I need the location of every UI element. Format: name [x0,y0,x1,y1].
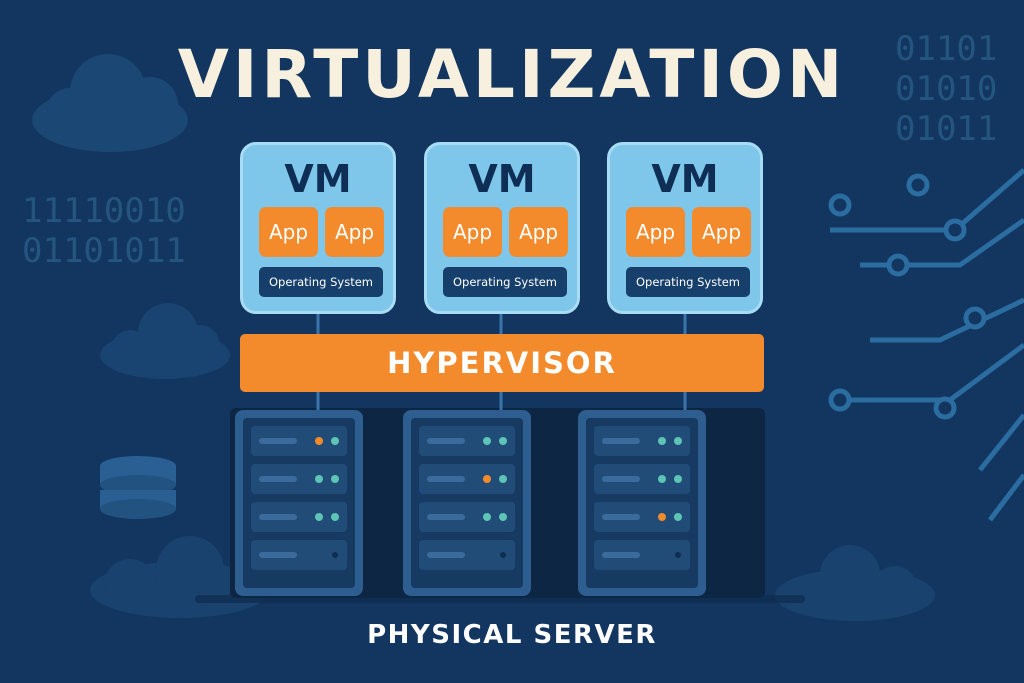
server-unit [251,426,347,456]
vm-box: VM App App Operating System [607,142,763,314]
server-unit [419,540,515,570]
server-unit [419,464,515,494]
status-led [315,475,323,483]
os-bar: Operating System [259,267,383,297]
app-block: App [259,207,318,257]
server-unit [419,426,515,456]
status-led [674,513,682,521]
cloud-icon [90,536,270,618]
binary-text: 01011 [895,109,997,149]
page-title: VIRTUALIZATION [177,36,847,113]
binary-text: 11110010 [22,191,186,231]
status-led [499,475,507,483]
app-block: App [443,207,502,257]
status-led [483,513,491,521]
vm-box: VM App App Operating System [240,142,396,314]
os-bar: Operating System [443,267,567,297]
status-led [658,475,666,483]
server-rack-icon [578,410,706,596]
status-led [483,437,491,445]
vm-box: VM App App Operating System [424,142,580,314]
status-led [658,513,666,521]
status-led [499,513,507,521]
status-led [658,437,666,445]
server-unit [594,464,690,494]
cloud-icon [32,54,188,152]
server-unit [594,426,690,456]
vm-label: VM [651,157,719,201]
cloud-icon [775,545,935,621]
vm-label: VM [284,157,352,201]
status-led [332,552,338,558]
server-rack-icon [403,410,531,596]
status-led [331,475,339,483]
server-unit [419,502,515,532]
cloud-icon [100,303,230,379]
hypervisor-bar: HYPERVISOR [240,334,764,392]
server-unit [251,502,347,532]
app-block: App [509,207,568,257]
database-icon [100,456,176,519]
status-led [499,437,507,445]
server-unit [594,540,690,570]
binary-text: 01101 [895,29,997,69]
app-block: App [626,207,685,257]
status-led [331,437,339,445]
os-bar: Operating System [626,267,750,297]
status-led [674,475,682,483]
app-block: App [692,207,751,257]
app-block: App [325,207,384,257]
status-led [675,552,681,558]
server-rack-icon [235,410,363,596]
status-led [674,437,682,445]
binary-text: 01010 [895,69,997,109]
status-led [331,513,339,521]
physical-server-label: PHYSICAL SERVER [367,620,657,650]
server-unit [251,540,347,570]
status-led [500,552,506,558]
server-unit [594,502,690,532]
binary-text: 01101011 [22,231,186,271]
status-led [315,437,323,445]
status-led [315,513,323,521]
server-unit [251,464,347,494]
status-led [483,475,491,483]
vm-label: VM [468,157,536,201]
